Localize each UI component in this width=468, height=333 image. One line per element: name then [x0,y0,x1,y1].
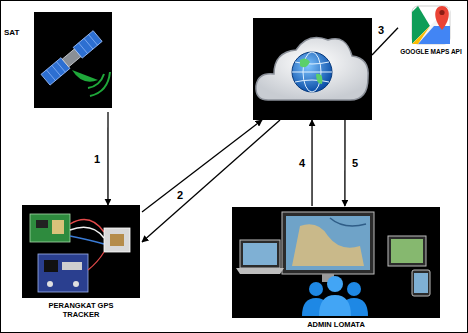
cloud-server-picture-part [292,52,332,92]
callout-number: 4 [298,157,306,169]
satellite-picture-part-part [46,70,55,81]
gps-tracker-picture-part [62,262,82,270]
satellite-picture-part-part [56,62,65,73]
google-maps-icon [412,6,450,44]
cloud-server-picture-part [256,38,368,100]
admin-workstation-picture-part [243,243,277,265]
admin-workstation-picture-part [309,282,323,296]
admin-workstation-picture [232,207,440,318]
satellite-picture-part-part [79,43,88,54]
satellite-node: SAT [4,12,112,112]
admin-workstation-picture-part [330,218,366,226]
gps-tracker-picture [22,205,140,298]
gps-tracker-picture-part [70,236,104,244]
gps-tracker-picture-part [88,252,104,270]
admin-workstation-picture-part [388,236,426,266]
admin-workstation-picture-part [347,282,361,296]
satellite-picture-part [41,31,102,85]
satellite-picture-part [90,72,110,96]
node-label: SAT [4,28,32,38]
admin-workstation-picture-part [282,212,374,274]
callout-number: 2 [176,189,184,201]
admin-node: ADMIN LOMATA [230,206,442,331]
connector-arrow [311,120,312,206]
gps-tracker-picture-part [104,228,130,252]
google-maps-icon-part [412,6,450,44]
admin-workstation-picture-part [391,239,423,263]
node-label: ADMIN LOMATA [236,320,436,329]
connector-arrow [107,112,108,205]
satellite-picture-part-part [84,38,93,49]
satellite-picture-part [34,12,112,108]
admin-workstation-picture-part [240,240,280,268]
node-label: PERANGKAT GPS TRACKER [39,301,123,319]
google-maps-icon-part [435,6,449,30]
admin-workstation-picture-part [319,295,351,316]
admin-workstation-picture-part [412,270,430,296]
callout-number: 3 [377,24,385,36]
gps-tracker-picture-part [44,260,58,272]
gps-tracker-picture-part [70,220,104,233]
satellite-picture-part-part [73,31,102,58]
gps-tracker-picture-part [110,234,124,246]
connector-arrow [142,120,280,242]
cloud-server-picture-part [253,18,372,120]
callout-number: 1 [93,153,101,165]
gps-tracker-picture-part [73,281,79,287]
admin-workstation-picture-part [292,224,364,266]
satellite-picture-part-part [52,65,61,76]
satellite-picture-part [88,74,104,88]
connector-arrow [142,120,262,212]
admin-workstation-picture-part [414,273,428,293]
google-maps-icon-part [412,6,450,44]
satellite-picture [34,12,112,108]
admin-workstation-picture-part [327,276,343,292]
connector-arrow [344,120,345,206]
gps-tracker-picture-part [22,205,140,298]
cloud-node [253,18,372,120]
google-maps-icon-part [412,26,430,44]
satellite-picture-part [72,70,98,82]
cloud-server-picture [253,18,372,120]
gps-tracker-node: PERANGKAT GPS TRACKER [20,205,142,325]
admin-workstation-picture-part [232,207,440,318]
gps-tracker-picture-part [30,214,70,242]
gps-tracker-picture-part [47,281,53,287]
cloud-server-picture-part [300,58,322,84]
gps-tracker-picture-part [38,254,88,292]
admin-workstation-picture-part [286,216,370,270]
node-label: GOOGLE MAPS API [398,48,464,56]
gps-tracker-picture-part [36,220,48,228]
admin-workstation-picture-part [236,268,284,274]
satellite-picture-part-part [89,35,98,46]
callout-number: 5 [351,157,359,169]
google-maps-node: GOOGLE MAPS API [398,4,464,62]
gps-tracker-picture-part [52,220,64,234]
cloud-server-picture-part [292,72,332,73]
google-maps-icon-part [439,10,444,15]
